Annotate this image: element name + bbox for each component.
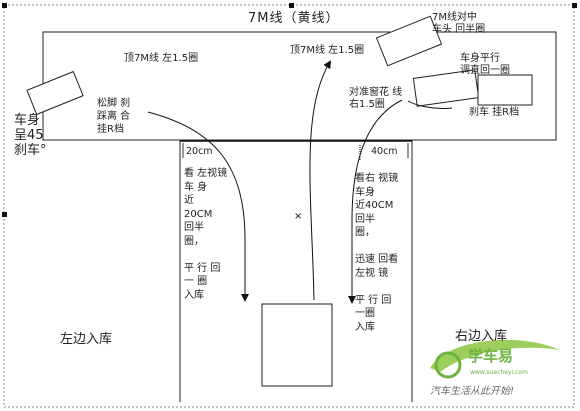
logo-slogan: 汽车生活从此开始!: [430, 386, 515, 397]
label-align-2: 车头 回半圈: [432, 24, 486, 35]
label-parallel-2: 调直回一圈: [460, 65, 510, 76]
car-left-45: [26, 70, 84, 116]
label-window-2: 右1.5圈: [349, 99, 385, 110]
label-parallel-1: 车身平行: [460, 53, 500, 64]
car-mid-right: [412, 69, 480, 107]
label-clutch-3: 挂R档: [97, 124, 124, 135]
left-mirror-line: 车 身: [184, 181, 208, 193]
left-mirror-line: 入库: [184, 289, 204, 301]
right-mirror-instructions: 看右 视镜车身近40CM 回半圈， 迅速 回看左视 镜平 行 回一圈入库: [355, 172, 398, 334]
right-mirror-line: 迅速 回看: [355, 254, 399, 265]
right-mirror-line: 一圈: [355, 308, 375, 319]
label-right-park: 右边入库: [455, 329, 508, 344]
right-mirror-line: 近40CM: [355, 200, 394, 211]
right-entry-path: [348, 99, 403, 304]
label-top-mid-7m: 顶7M线 左1.5圈: [290, 45, 365, 56]
right-mirror-line: [355, 280, 398, 294]
car-top-right: [375, 15, 443, 67]
title-7m-line: 7M线（黄线）: [248, 11, 340, 26]
center-mark: ×: [294, 211, 302, 222]
label-window-1: 对准窗花 线: [349, 87, 403, 98]
left-entry-path: [147, 111, 249, 302]
label-left-park: 左边入库: [60, 332, 113, 347]
logo-brand: 学车易: [468, 347, 514, 365]
right-mirror-line: 入库: [355, 321, 375, 333]
label-left-brake-3: 刹车°: [14, 143, 47, 158]
right-mirror-line: 车身: [355, 186, 375, 198]
handle-tl[interactable]: [2, 3, 7, 8]
left-mirror-line: [184, 248, 227, 262]
handle-ml[interactable]: [2, 212, 7, 217]
left-mirror-line: 圈，: [184, 235, 204, 247]
label-left-brake-2: 呈45: [14, 128, 44, 143]
handle-tr[interactable]: [572, 3, 577, 8]
right-short-path: [407, 100, 453, 109]
right-mirror-line: 看右 视镜: [355, 173, 399, 184]
left-mirror-instructions: 看 左视镜车 身近 20CM 回半圈， 平 行 回一 圈入库: [184, 167, 227, 302]
right-mirror-line: [355, 240, 398, 254]
parking-box: [261, 303, 333, 387]
car-right: [477, 74, 533, 106]
left-mirror-line: 近: [184, 195, 194, 206]
logo-e: [434, 351, 462, 379]
right-mirror-line: 圈，: [355, 227, 375, 238]
right-mirror-line: 平 行 回: [355, 294, 392, 306]
left-mirror-line: 平 行 回: [184, 262, 221, 274]
left-mirror-line: 看 左视镜: [184, 168, 228, 179]
right-mirror-line: 左视 镜: [355, 267, 389, 279]
right-mirror-line: 回半: [355, 213, 375, 225]
label-clutch-2: 踩离 合: [97, 111, 131, 122]
logo-url: www.xuecheyi.com: [470, 369, 528, 376]
handle-tc[interactable]: [289, 3, 294, 8]
left-mirror-line: 一 圈: [184, 276, 208, 287]
left-mirror-line: 20CM: [184, 208, 213, 220]
label-clutch-1: 松脚 刹: [97, 98, 131, 109]
label-align-1: 7M线对中: [432, 12, 477, 23]
label-top-left-7m: 顶7M线 左1.5圈: [124, 53, 199, 64]
left-mirror-line: 回半: [184, 222, 204, 233]
label-dist-right: 40cm: [371, 146, 398, 157]
label-dist-left: 20cm: [186, 146, 213, 157]
label-left-brake-1: 车身: [14, 113, 41, 128]
label-brake-r: 刹车 挂R档: [469, 107, 520, 118]
logo-swoosh: [430, 339, 560, 372]
left-exit-path: [309, 60, 332, 301]
